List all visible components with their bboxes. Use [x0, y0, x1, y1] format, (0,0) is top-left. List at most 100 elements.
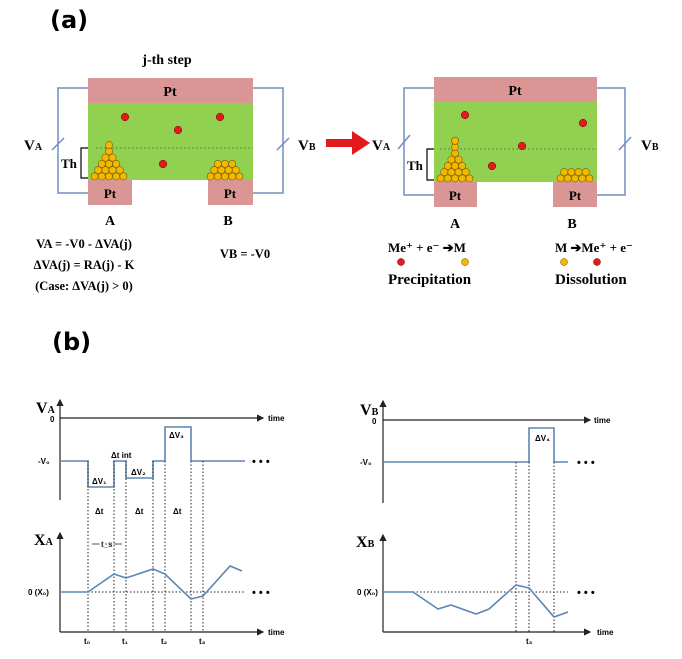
- vb-axis-label: VB: [360, 402, 379, 419]
- th-label: Th: [407, 158, 424, 173]
- node-b-label: B: [223, 214, 232, 229]
- metal-ion-icon: [487, 161, 497, 171]
- ellipsis: • • •: [252, 587, 270, 599]
- metal-atom-icon: [461, 168, 470, 177]
- metal-atom-icon: [235, 172, 244, 181]
- xa-curve: [60, 565, 243, 600]
- metal-deposit: [436, 136, 474, 183]
- metal-atom-icon: [115, 166, 124, 175]
- metal-ion-icon: [460, 110, 470, 120]
- metal-ion-icon: [517, 141, 527, 151]
- electrode-a: [434, 182, 477, 207]
- electrode-b: [553, 182, 597, 207]
- metal-legend-icon: [560, 258, 568, 266]
- metal-ion-icon: [173, 125, 183, 135]
- cell-right: Pt Pt Pt VA VB Th A B Me⁺ + e⁻ ➔M M ➔Me⁺…: [372, 77, 659, 288]
- ts-label: t_s: [101, 540, 113, 549]
- variable-source-b-icon: [276, 137, 290, 151]
- ion-legend-icon: [397, 258, 405, 266]
- node-a-label: A: [105, 214, 116, 229]
- node-a-label: A: [450, 217, 461, 232]
- metal-atom-icon: [567, 168, 576, 177]
- ion-legend-icon: [593, 258, 601, 266]
- metal-deposit: [556, 168, 594, 183]
- metal-atom-icon: [108, 153, 117, 162]
- timing-right: VB 0 time -V₀ ΔV₄ • • • XB 0 (X₀) • • • …: [356, 399, 614, 646]
- metal-ion-icon: [215, 112, 225, 122]
- step-title: j-th step: [141, 53, 192, 68]
- dv1-label: ΔV₁: [92, 477, 107, 486]
- zero-tick: 0: [372, 417, 377, 426]
- metal-atom-icon: [213, 159, 222, 168]
- equation-delta-va: ΔVA(j) = RA(j) - K: [34, 258, 135, 272]
- top-electrode-label: Pt: [508, 84, 522, 99]
- va-label: VA: [24, 138, 43, 154]
- metal-atom-icon: [458, 161, 467, 170]
- va-signal: [60, 426, 245, 488]
- xb-curve: [383, 584, 569, 618]
- variable-source-a-icon: [397, 134, 411, 150]
- time-label: time: [268, 628, 285, 637]
- dv3-label: ΔV₃: [169, 431, 184, 440]
- vb-label: VB: [298, 138, 316, 154]
- variable-source-b-icon: [618, 136, 632, 151]
- dissolution-label: Dissolution: [555, 272, 627, 288]
- metal-ion-icon: [158, 159, 168, 169]
- equation-va: VA = -V0 - ΔVA(j): [36, 237, 132, 251]
- va-axis-label: VA: [36, 400, 56, 417]
- tick-t3: t₃: [526, 637, 533, 646]
- dv2-label: ΔV₂: [131, 468, 146, 477]
- equation-case: (Case: ΔVA(j) > 0): [35, 279, 133, 293]
- ellipsis: • • •: [577, 587, 595, 599]
- tick-t2: t₂: [161, 637, 168, 646]
- ellipsis: • • •: [577, 457, 595, 469]
- electrode-a: [88, 180, 132, 205]
- electrode-b: [208, 180, 253, 205]
- metal-atom-icon: [112, 159, 121, 168]
- vb-label: VB: [641, 138, 659, 154]
- metal-atom-icon: [574, 168, 583, 177]
- metal-legend-icon: [461, 258, 469, 266]
- electrode-a-label: Pt: [449, 188, 462, 203]
- panel-a-label: (a): [50, 6, 88, 34]
- metal-atom-icon: [231, 166, 240, 175]
- metal-atom-icon: [585, 174, 594, 183]
- top-electrode: [88, 78, 253, 103]
- metal-atom-icon: [465, 174, 474, 183]
- xa-axis-label: XA: [34, 532, 54, 549]
- tick-t0: t₀: [84, 637, 91, 646]
- wire-a: [57, 87, 88, 194]
- metal-atom-icon: [221, 159, 229, 168]
- variable-source-a-icon: [51, 137, 65, 151]
- wire-a-right: [403, 87, 434, 196]
- metal-atom-icon: [119, 172, 128, 181]
- metal-deposit: [206, 159, 244, 181]
- xb-axis-label: XB: [356, 534, 375, 551]
- tick-t3: t₃: [199, 637, 206, 646]
- reaction-dissolution: M ➔Me⁺ + e⁻: [555, 240, 633, 255]
- transition-arrow-icon: [326, 131, 370, 155]
- dt-label: Δt: [173, 507, 182, 516]
- metal-ion-icon: [578, 118, 588, 128]
- metal-atom-icon: [560, 168, 569, 177]
- x0-tick: 0 (X₀): [28, 588, 49, 597]
- top-electrode: [434, 77, 597, 102]
- metal-deposit: [90, 141, 128, 181]
- panel-b-label: (b): [52, 328, 91, 356]
- tick-t1: t₁: [122, 637, 129, 646]
- dt-label: Δt: [135, 507, 144, 516]
- precipitation-label: Precipitation: [388, 272, 472, 288]
- electrode-b-label: Pt: [569, 188, 582, 203]
- zero-tick: 0: [50, 415, 55, 424]
- ellipsis: • • •: [252, 456, 270, 468]
- dt-label: Δt: [95, 507, 104, 516]
- va-label: VA: [372, 138, 391, 154]
- time-label: time: [597, 628, 614, 637]
- electrode-b-label: Pt: [224, 186, 237, 201]
- dv4-label: ΔV₄: [535, 434, 550, 443]
- x0-tick: 0 (X₀): [357, 588, 378, 597]
- neg-v0-tick: -V₀: [360, 458, 372, 467]
- time-label: time: [594, 416, 611, 425]
